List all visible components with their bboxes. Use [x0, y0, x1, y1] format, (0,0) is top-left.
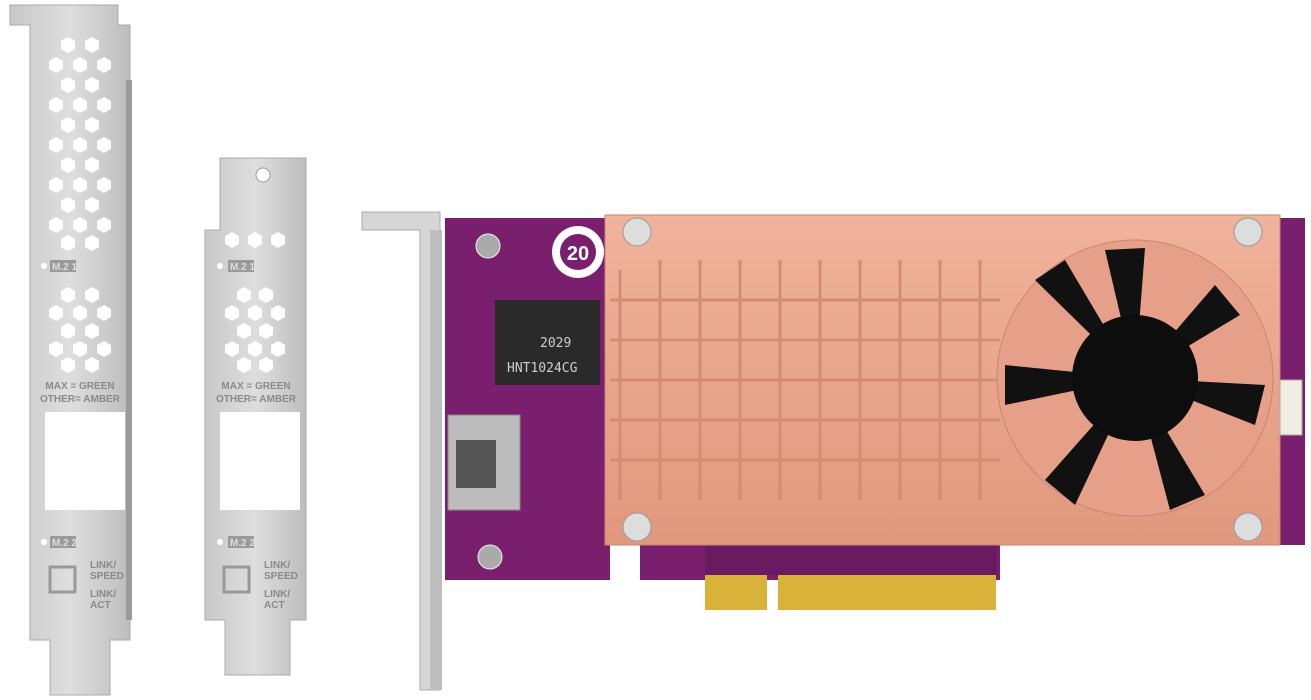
screw-icon — [622, 512, 652, 542]
screw-icon — [475, 233, 501, 259]
svg-text:20: 20 — [567, 243, 589, 265]
link-act-label: LINK/ — [90, 589, 116, 600]
screw-icon — [1233, 512, 1263, 542]
link-speed-label: LINK/ — [264, 560, 290, 571]
fan-hub — [1072, 315, 1198, 441]
led-legend-line1: MAX = GREEN — [45, 381, 114, 392]
led-square-icon — [48, 565, 77, 594]
m2-2-label: M.2 2 — [230, 538, 255, 549]
screw-icon — [622, 217, 652, 247]
led-legend-line2: OTHER= AMBER — [216, 394, 297, 405]
fan-connector — [1279, 379, 1303, 436]
link-speed-label-2: SPEED — [264, 571, 298, 582]
full-height-bracket: M.2 1 MAX = GREEN OTHER= AMBER M.2 2 LIN… — [9, 4, 132, 696]
m2-2-label: M.2 2 — [52, 538, 77, 549]
link-speed-label: LINK/ — [90, 560, 116, 571]
link-speed-label-2: SPEED — [90, 571, 124, 582]
port-cutout — [220, 412, 300, 510]
chip-date-code: 2029 — [540, 336, 571, 351]
pcie-card: 20 2029 HNT1024CG — [361, 211, 1305, 691]
chip-part-number: HNT1024CG — [507, 361, 578, 376]
low-profile-bracket: M.2 1 MAX = GREEN OTHER= AMBER M.2 2 LIN… — [204, 157, 307, 676]
m2-1-label: M.2 1 — [52, 262, 77, 273]
link-act-label: LINK/ — [264, 589, 290, 600]
m2-1-label: M.2 1 — [230, 262, 255, 273]
lan-chip: 2029 HNT1024CG — [495, 300, 600, 385]
led-square-icon — [222, 565, 251, 594]
led-legend-line1: MAX = GREEN — [221, 381, 290, 392]
card-bracket — [361, 211, 441, 691]
port-cutout — [45, 412, 125, 510]
fan — [996, 239, 1274, 517]
link-act-label-2: ACT — [90, 600, 111, 611]
screw-icon — [477, 544, 503, 570]
screw-icon — [1233, 217, 1263, 247]
screw-hole — [255, 167, 271, 183]
vent-holes-upper — [49, 37, 111, 251]
led-legend-line2: OTHER= AMBER — [40, 394, 121, 405]
rohs-logo: 20 — [552, 226, 604, 278]
gold-fingers — [705, 575, 996, 610]
link-act-label-2: ACT — [264, 600, 285, 611]
